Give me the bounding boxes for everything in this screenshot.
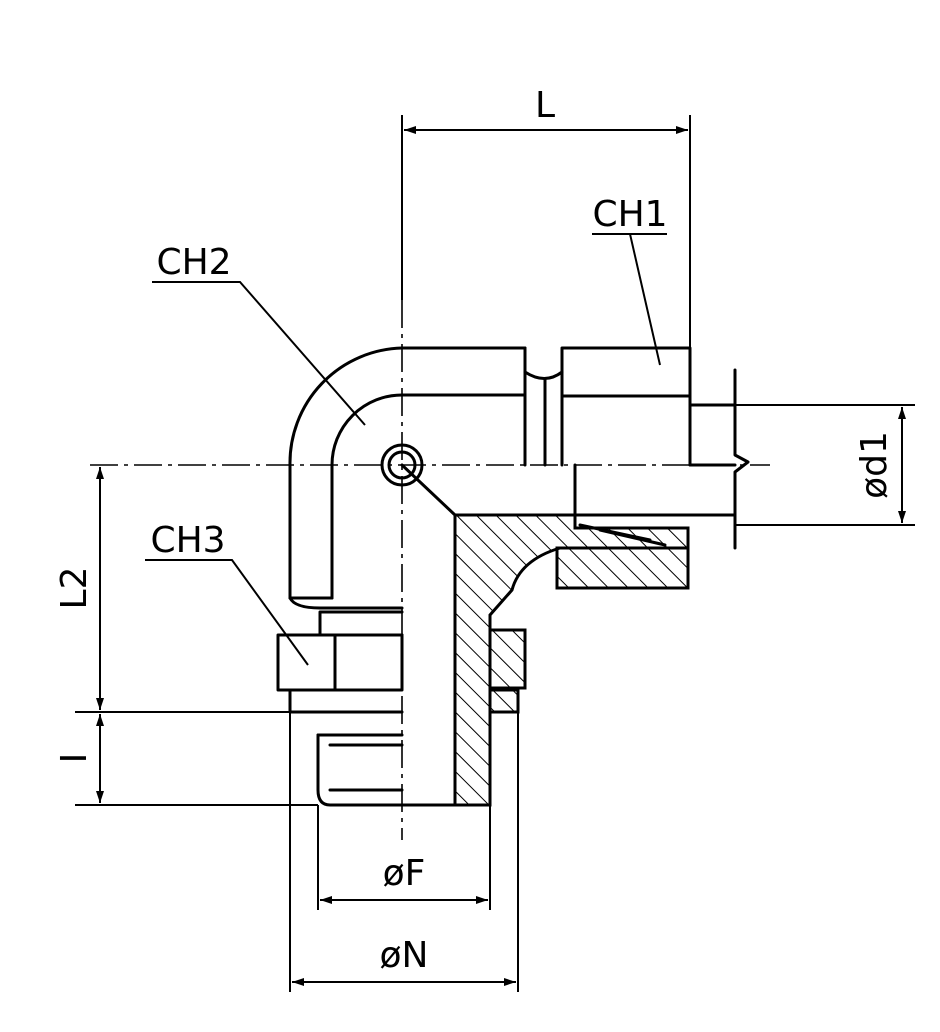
o-ring-section [488,688,520,714]
nut-ch3-collar [318,610,404,637]
label-L: L [535,85,555,126]
center-lines [90,300,770,840]
nut-ch3 [276,610,457,807]
label-CH3: CH3 [150,520,225,561]
leader-CH3 [145,559,309,666]
thread-body [316,733,457,807]
label-F: øF [383,853,426,894]
nut-ch3-base [288,688,404,714]
dimension-labels: L CH1 CH2 CH3 L2 I ød1 øF øN [54,85,895,976]
sectioned-body [400,463,690,807]
elbow-neck [288,596,404,610]
center-symbol [380,443,424,487]
tube-section-lower [573,463,737,517]
label-CH2: CH2 [156,242,231,283]
nut-ch3-hex [276,633,404,692]
thread-lines [316,733,404,792]
nut-ch1 [523,346,692,467]
nut-ch1-groove [523,370,564,380]
elbow-outer-contour [288,346,527,600]
center-circle-inner [387,450,417,480]
center-circle-outer [380,443,424,487]
label-CH1: CH1 [592,194,667,235]
leader-CH2 [152,281,366,426]
tube-olive [578,523,667,547]
label-N: øN [380,935,429,976]
label-L2: L2 [54,567,95,610]
dimension-lines [96,126,906,986]
elbow-inner-contour [330,393,527,600]
nut-ch1-hex [560,346,692,467]
tube-break-line [733,368,750,550]
seal-ring-section [488,628,527,690]
leader-CH1 [592,233,667,366]
elbow-body [288,346,527,610]
section-diagonal [400,463,457,517]
leader-lines [145,233,667,666]
label-I: I [54,753,95,764]
extension-lines [75,115,915,992]
label-d1: ød1 [854,431,895,499]
nut-ch1-section [555,546,690,590]
